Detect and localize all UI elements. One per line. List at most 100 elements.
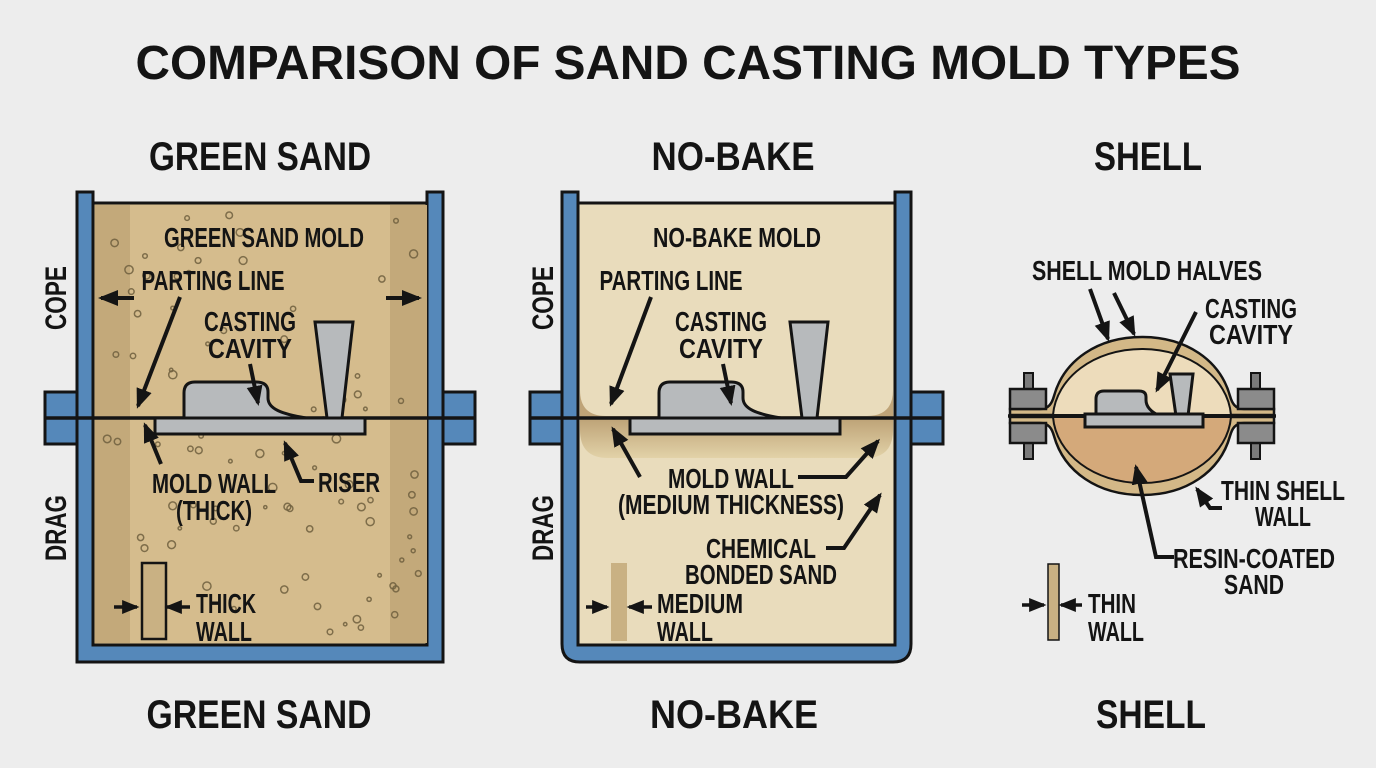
shell-halves-label: SHELL MOLD HALVES xyxy=(1032,255,1262,286)
sand-speckle xyxy=(399,557,405,563)
green-sand-footer: GREEN SAND xyxy=(147,693,372,737)
shell-footer: SHELL xyxy=(1096,693,1206,737)
sand-speckle xyxy=(392,217,400,224)
no-bake-mold-wall-label-1: MOLD WALL xyxy=(668,463,794,494)
shell-casting-base xyxy=(1083,412,1205,429)
green-sand-mold-wall-label-2: (THICK) xyxy=(176,495,252,526)
sand-speckle xyxy=(407,534,413,540)
shell-resin-arrow xyxy=(1131,464,1174,559)
sand-speckle xyxy=(232,524,240,532)
sand-speckle xyxy=(230,605,237,612)
sand-speckle xyxy=(235,227,245,237)
sand-speckle xyxy=(255,448,265,459)
no-bake-bonded-sand-label-2: BONDED SAND xyxy=(685,559,837,590)
green-sand-mold-label: GREEN SAND MOLD xyxy=(164,222,364,253)
green-sand-parting-arrow xyxy=(136,296,182,409)
no-bake-cope-label: COPE xyxy=(527,266,560,330)
sand-speckle xyxy=(279,585,289,594)
sand-speckle xyxy=(205,341,211,347)
sand-speckle xyxy=(194,446,203,455)
sand-speckle xyxy=(326,628,334,636)
sand-speckle xyxy=(357,624,365,631)
shell-resin-sand-label-1: RESIN-COATED xyxy=(1173,543,1335,574)
green-sand-mold-wall-label-1: MOLD WALL xyxy=(152,468,276,499)
sand-speckle xyxy=(410,547,416,554)
no-bake-wall-label-1: MEDIUM xyxy=(657,588,743,619)
sand-speckle xyxy=(365,516,375,527)
sand-speckle xyxy=(133,309,142,318)
sand-speckle xyxy=(267,482,278,493)
shell-thin-wall-label-2: WALL xyxy=(1255,501,1311,532)
sand-speckle xyxy=(140,543,149,553)
no-bake-mold-wall-arrow-right xyxy=(798,438,880,479)
no-bake-cavity-arrow xyxy=(719,363,736,406)
page-title: COMPARISON OF SAND CASTING MOLD TYPES xyxy=(136,37,1241,90)
shell-wall-label-2: WALL xyxy=(1088,616,1144,647)
green-sand-edge-strip-left xyxy=(95,205,130,643)
sand-speckle xyxy=(354,372,361,379)
sand-speckle xyxy=(414,569,422,578)
sand-speckle xyxy=(389,582,397,590)
sand-speckle xyxy=(167,369,178,380)
no-bake-footer: NO-BAKE xyxy=(650,693,818,737)
green-sand-casting-base xyxy=(153,416,367,436)
shell-header: SHELL xyxy=(1094,135,1202,179)
no-bake-wall-label-2: WALL xyxy=(657,616,713,647)
shell-thin-wall-arrow xyxy=(1195,486,1222,510)
sand-speckle xyxy=(313,602,322,611)
sand-speckle xyxy=(362,406,368,412)
no-bake-flask xyxy=(560,190,913,664)
shell-casting-cavity-label-2: CAVITY xyxy=(1209,319,1293,350)
shell-wall-label-1: THIN xyxy=(1088,588,1136,619)
sand-speckle xyxy=(194,256,202,265)
shell-casting-boss xyxy=(1094,389,1161,418)
sand-speckle xyxy=(342,621,348,627)
no-bake-wall-thickness-sample xyxy=(611,563,627,641)
shell-wall-thickness-sample xyxy=(1047,563,1060,641)
sand-speckle xyxy=(397,397,405,405)
green-sand-cavity-arrow xyxy=(246,363,263,406)
sand-speckle xyxy=(409,506,419,516)
sand-speckle xyxy=(212,505,219,512)
green-sand-casting-cavity-label-1: CASTING xyxy=(204,306,296,337)
green-sand-riser-label: RISER xyxy=(318,467,380,498)
shell-casting-cavity-label-1: CASTING xyxy=(1205,293,1297,324)
sand-speckle xyxy=(136,533,145,542)
shell-clamp-block-left-top xyxy=(1008,387,1048,411)
shell-thin-wall-label-1: THIN SHELL xyxy=(1221,475,1345,506)
no-bake-mold-wall-label-2: (MEDIUM THICKNESS) xyxy=(618,489,844,520)
sand-speckle xyxy=(353,390,362,399)
sand-speckle xyxy=(127,288,135,296)
sand-speckle xyxy=(186,445,194,453)
sand-speckle xyxy=(177,525,183,531)
green-sand-wall-label-2: WALL xyxy=(196,616,252,647)
sand-speckle xyxy=(176,243,185,252)
green-sand-wall-label-1: THICK xyxy=(196,588,256,619)
sand-speckle xyxy=(166,540,177,550)
shell-halves-arrow-1 xyxy=(1088,288,1110,342)
sand-speckle xyxy=(356,502,366,512)
green-sand-edge-strip-right xyxy=(390,205,427,643)
green-sand-header: GREEN SAND xyxy=(149,135,371,179)
sand-speckle xyxy=(352,614,362,624)
sand-speckle xyxy=(112,350,120,359)
no-bake-casting-base xyxy=(628,416,842,436)
shell-resin-sand-label-2: SAND xyxy=(1224,569,1284,600)
sand-speckle xyxy=(410,470,419,479)
sand-speckle xyxy=(168,501,178,511)
green-sand-wall-thickness-sample xyxy=(140,561,168,641)
sand-speckle xyxy=(129,352,137,360)
sand-speckle xyxy=(301,573,310,581)
sand-speckle xyxy=(124,264,134,275)
shell-clamp-block-left-bottom xyxy=(1008,421,1048,445)
shell-cavity-arrow xyxy=(1155,311,1198,393)
sand-speckle xyxy=(202,581,212,591)
sand-speckle xyxy=(113,437,122,446)
panel-no-bake: NO-BAKE NO-BAKE MOLD PARTING LINE CASTIN… xyxy=(527,135,945,737)
no-bake-drag-label: DRAG xyxy=(527,495,560,561)
no-bake-parting-line-label: PARTING LINE xyxy=(600,265,743,296)
sand-speckle xyxy=(189,501,197,509)
green-sand-casting-boss xyxy=(182,380,307,420)
panel-shell: SHELL SHELL MOLD HALVES CASTING CAVITY T… xyxy=(1008,135,1345,737)
